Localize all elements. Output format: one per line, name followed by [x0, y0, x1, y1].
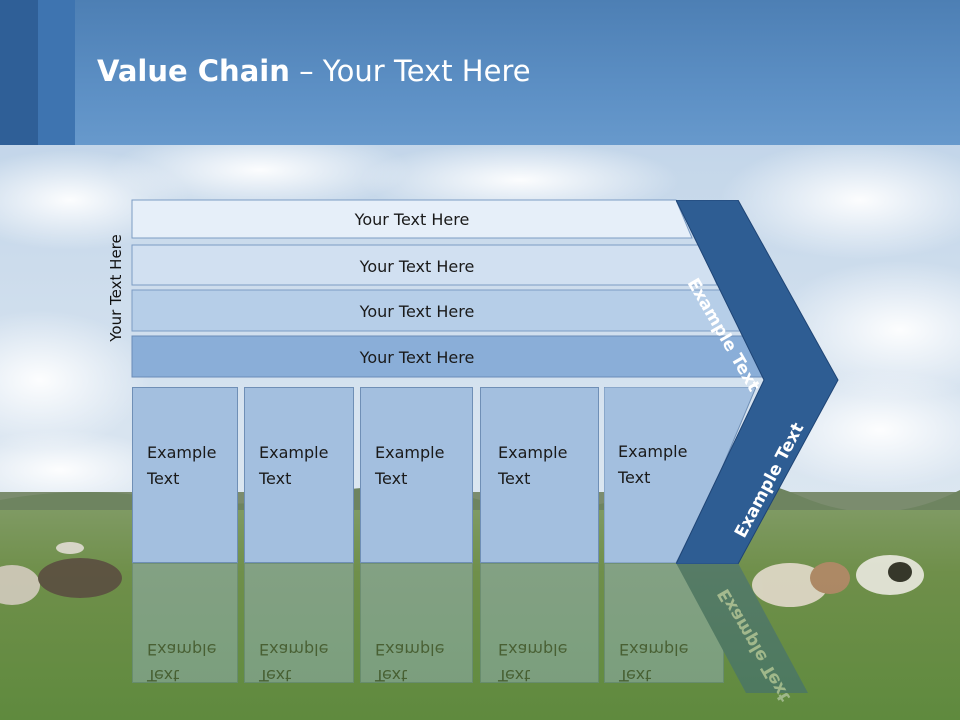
page-title-bold: Value Chain	[97, 54, 290, 88]
bar-row-3: Your Text Here	[131, 289, 741, 332]
column-text-4-line2: Text	[498, 469, 531, 488]
column-text-2-line1: Example	[259, 443, 329, 462]
column-text-3-line2: Text	[375, 469, 408, 488]
column-text-5-line1: Example	[618, 442, 688, 461]
bar-label-3: Your Text Here	[359, 301, 475, 321]
column-text-3-line1: Example	[375, 443, 445, 462]
header-bar: Value Chain – Your Text Here	[0, 0, 960, 145]
page-title: Value Chain – Your Text Here	[97, 54, 531, 88]
column-text-2-line2: Text	[259, 469, 292, 488]
column-text-1-line1: Example	[147, 443, 217, 462]
bar-row-2: Your Text Here	[131, 244, 718, 286]
column-text-1-line2: Text	[147, 469, 180, 488]
column-text-4-line1: Example	[498, 443, 568, 462]
bar-row-4: Your Text Here	[131, 335, 765, 378]
bar-shape-1	[131, 199, 693, 239]
page-title-rest: – Your Text Here	[289, 54, 531, 88]
column-text-5-line2: Text	[618, 468, 651, 487]
header-accent-band	[0, 0, 38, 145]
bar-row-1: Your Text Here	[131, 199, 693, 239]
bar-label-4: Your Text Here	[359, 347, 475, 367]
header-accent-band-light	[38, 0, 75, 145]
bar-label-1: Your Text Here	[354, 209, 470, 229]
bar-label-2: Your Text Here	[359, 256, 475, 276]
side-label: Your Text Here	[107, 234, 125, 342]
value-chevron	[676, 200, 839, 564]
